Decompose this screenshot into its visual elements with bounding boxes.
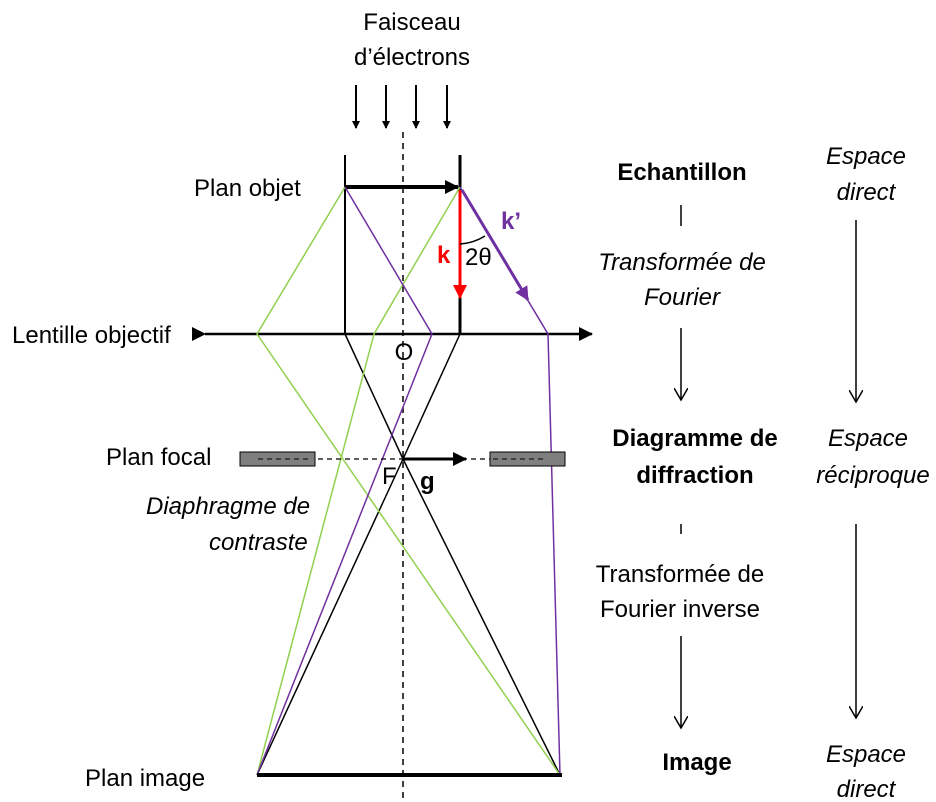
aperture-label-line1: Diaphragme de xyxy=(146,493,310,520)
flow-image: Image xyxy=(662,749,731,776)
space-direct-bot-2: direct xyxy=(837,776,897,802)
beam-label-line1: Faisceau xyxy=(363,9,460,36)
space-direct-top-2: direct xyxy=(837,179,897,206)
g-label: g xyxy=(420,468,435,495)
object-plane-label: Plan objet xyxy=(194,175,301,202)
image-plane-label: Plan image xyxy=(85,765,205,792)
electron-beam-arrows xyxy=(352,85,451,129)
k-prime-vector xyxy=(460,189,530,301)
flow-ift-line1: Transformée de xyxy=(596,561,765,588)
flow-ft-line2: Fourier xyxy=(644,284,721,311)
angle-label: 2θ xyxy=(465,244,492,271)
point-O-label: O xyxy=(395,339,414,366)
aperture-label-line2: contraste xyxy=(209,529,308,556)
green-rays xyxy=(256,186,561,776)
flow-sample: Echantillon xyxy=(617,159,746,186)
space-reciprocal-1: Espace xyxy=(828,425,908,452)
focal-plane-label: Plan focal xyxy=(106,444,211,471)
space-direct-top-1: Espace xyxy=(826,143,906,170)
flow-ft-line1: Transformée de xyxy=(598,249,766,276)
k-label: k xyxy=(437,242,451,269)
flow-ift-line2: Fourier inverse xyxy=(600,596,760,623)
angle-arc xyxy=(459,235,486,245)
space-direct-bot-1: Espace xyxy=(826,741,906,768)
aperture-right xyxy=(489,451,566,467)
point-F-label: F xyxy=(382,463,397,490)
lens-label: Lentille objectif xyxy=(12,322,171,349)
flow-diff-line1: Diagramme de xyxy=(612,425,777,452)
flow-diff-line2: diffraction xyxy=(636,462,753,489)
beam-label-line2: d’électrons xyxy=(354,44,470,71)
space-reciprocal-2: réciproque xyxy=(816,462,929,489)
k-prime-label: k’ xyxy=(501,208,521,235)
